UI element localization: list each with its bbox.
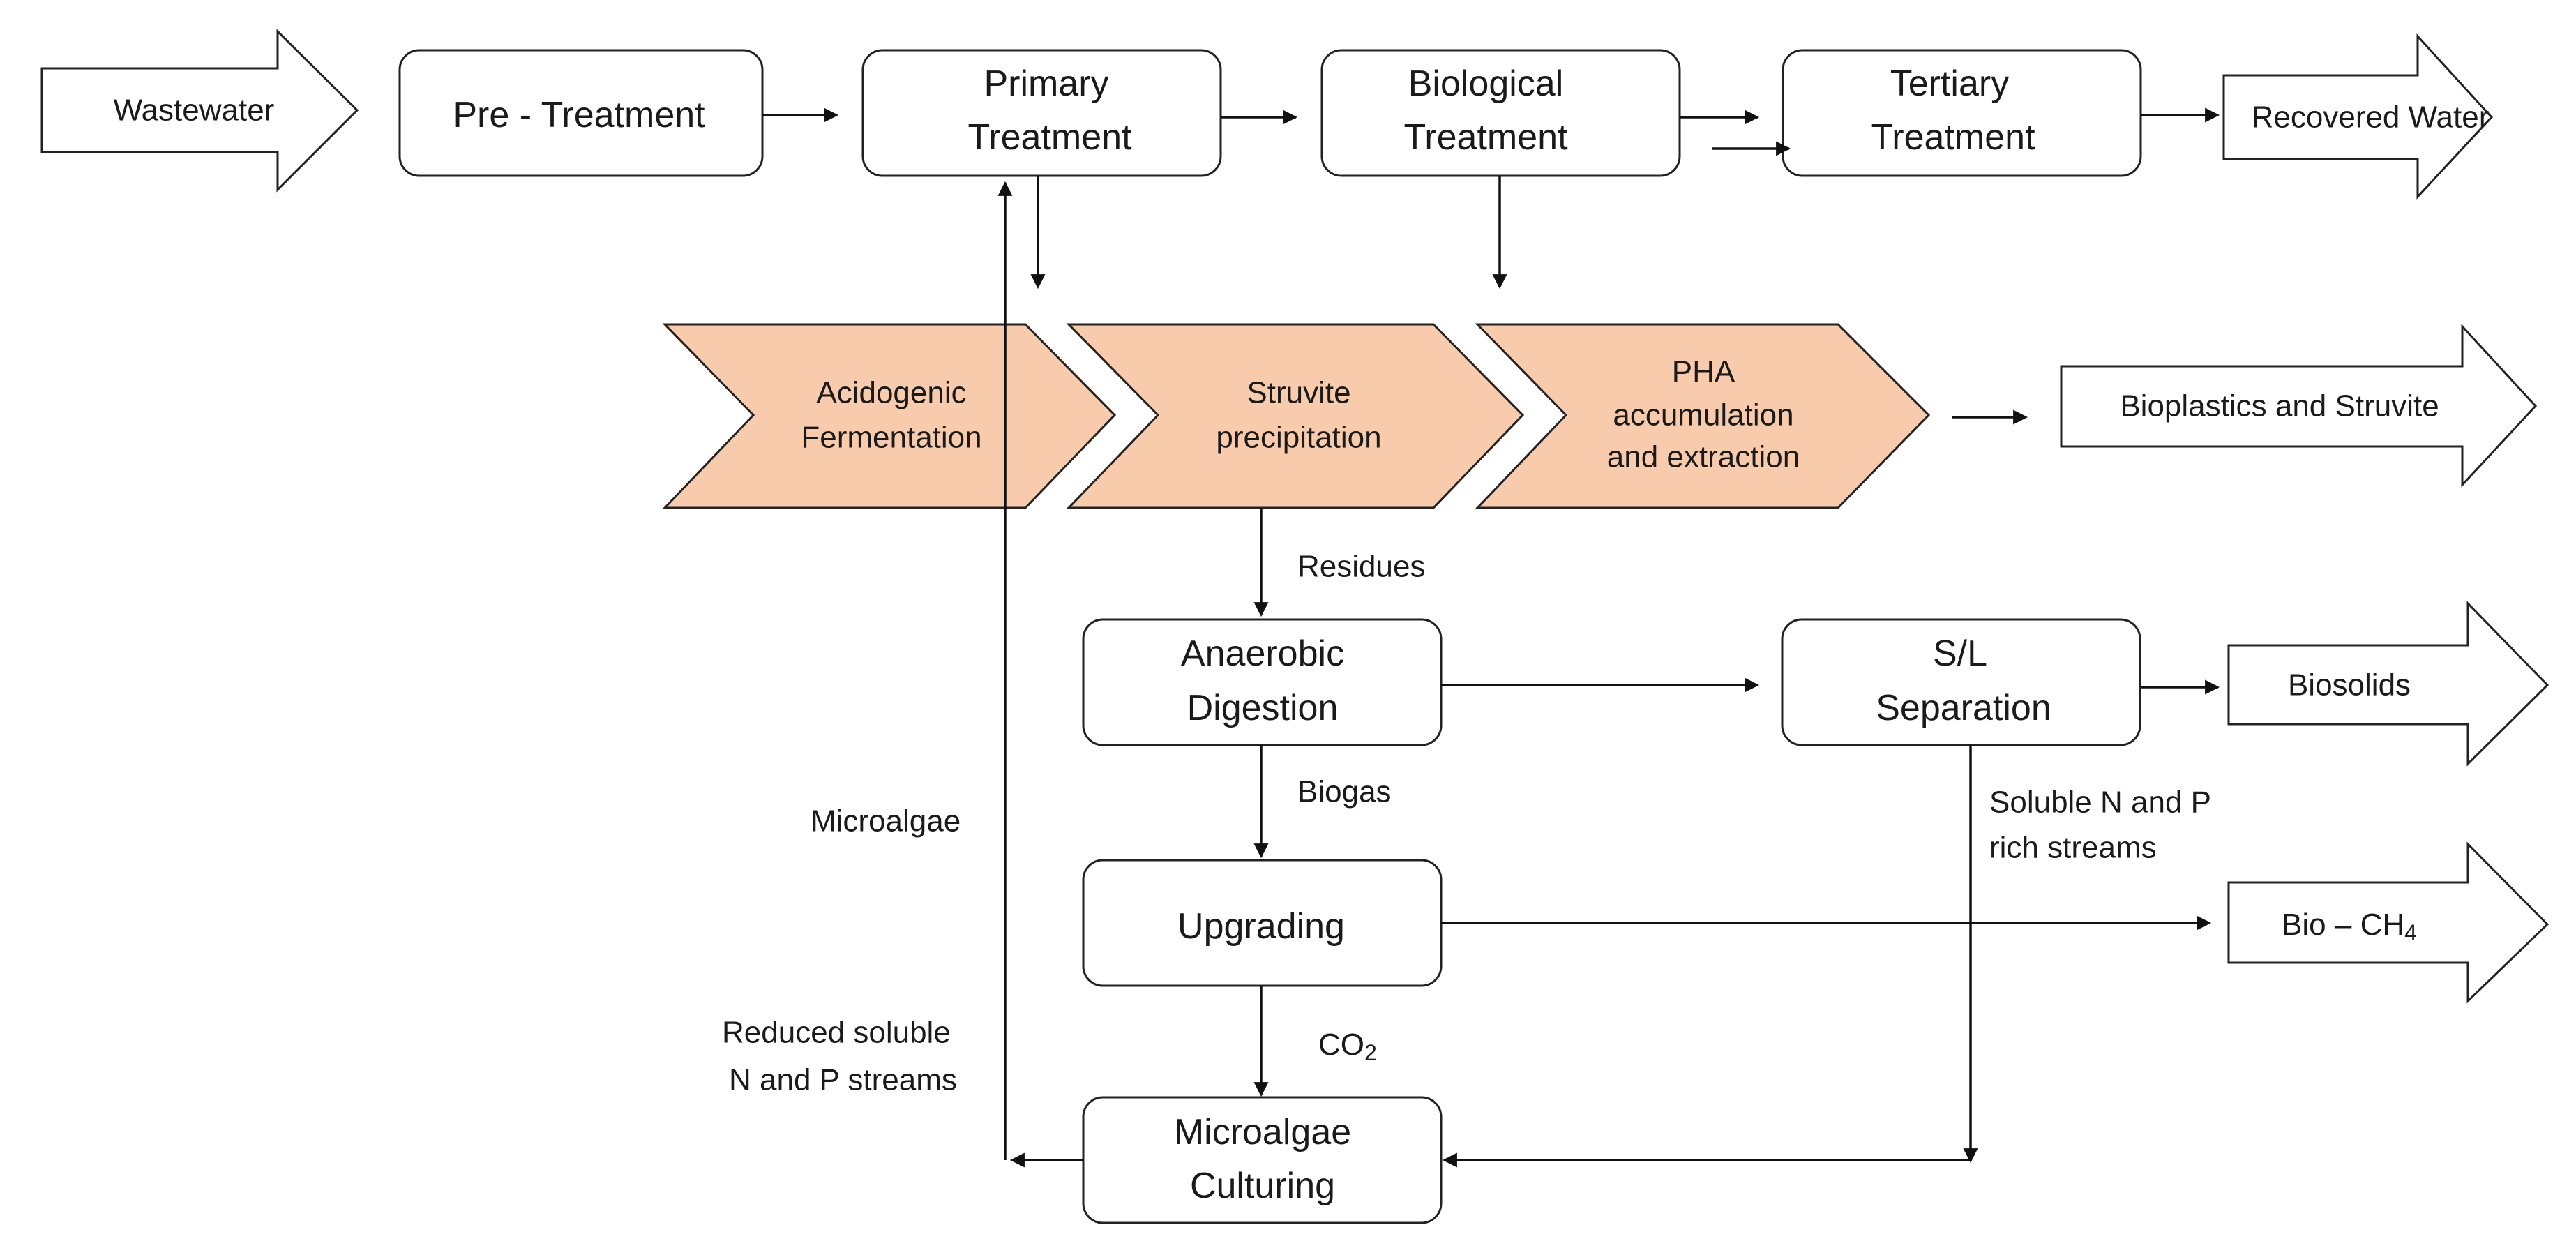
- svg-text:Fermentation: Fermentation: [801, 421, 981, 455]
- svg-text:Anaerobic: Anaerobic: [1181, 633, 1344, 674]
- svg-text:Separation: Separation: [1876, 688, 2051, 728]
- svg-text:Acidogenic: Acidogenic: [816, 376, 966, 410]
- bio-ch4-output-arrow: Bio – CH4: [2227, 841, 2549, 1004]
- bioplastics-struvite-output-arrow: Bioplastics and Struvite: [2060, 324, 2538, 488]
- soluble-np-label-line1: Soluble N and P: [1989, 785, 2211, 820]
- co2-label: CO2: [1318, 1028, 1377, 1066]
- svg-text:Treatment: Treatment: [1403, 117, 1568, 158]
- biological-treatment-box: Biological Treatment: [1320, 49, 1681, 177]
- recovered-water-output-arrow: Recovered Water: [2222, 33, 2494, 200]
- svg-text:Struvite: Struvite: [1246, 376, 1350, 410]
- svg-text:Biological: Biological: [1408, 63, 1564, 104]
- sl-separation-box: S/L Separation: [1781, 618, 2141, 746]
- anaerobic-digestion-box: Anaerobic Digestion: [1082, 618, 1443, 746]
- svg-text:Primary: Primary: [984, 63, 1108, 104]
- reduced-np-label-line1: Reduced soluble: [722, 1016, 951, 1050]
- svg-text:Upgrading: Upgrading: [1177, 906, 1345, 947]
- microalgae-culturing-box: Microalgae Culturing: [1082, 1096, 1443, 1224]
- upgrading-box: Upgrading: [1082, 859, 1443, 987]
- wastewater-input-arrow: Wastewater: [40, 29, 359, 193]
- svg-text:and extraction: and extraction: [1607, 440, 1800, 474]
- svg-text:PHA: PHA: [1672, 355, 1735, 389]
- biosolids-output-arrow: Biosolids: [2227, 601, 2549, 767]
- svg-text:Microalgae: Microalgae: [1174, 1112, 1351, 1152]
- primary-treatment-box: Primary Treatment: [861, 49, 1222, 177]
- connectors: [762, 107, 2220, 1168]
- svg-text:Pre - Treatment: Pre - Treatment: [453, 95, 705, 135]
- svg-text:Treatment: Treatment: [1871, 117, 2035, 158]
- svg-text:Culturing: Culturing: [1190, 1166, 1335, 1206]
- pre-treatment-box: Pre - Treatment: [398, 49, 764, 177]
- svg-text:Treatment: Treatment: [967, 117, 1132, 158]
- tertiary-treatment-box: Tertiary Treatment: [1782, 49, 2142, 177]
- soluble-np-label-line2: rich streams: [1989, 831, 2157, 865]
- pha-accumulation-chevron: PHA accumulation and extraction: [1475, 323, 1931, 509]
- wastewater-label: Wastewater: [114, 93, 275, 128]
- biogas-label: Biogas: [1297, 775, 1392, 809]
- bio-ch4-label: Bio – CH4: [2282, 908, 2417, 946]
- microalgae-flow-label: Microalgae: [811, 804, 961, 839]
- svg-text:Tertiary: Tertiary: [1890, 63, 2009, 104]
- biosolids-label: Biosolids: [2288, 668, 2411, 702]
- bioplastics-struvite-label: Bioplastics and Struvite: [2120, 389, 2439, 423]
- reduced-np-label-line2: N and P streams: [729, 1063, 957, 1097]
- acidogenic-fermentation-chevron: Acidogenic Fermentation: [662, 323, 1117, 509]
- residues-label: Residues: [1297, 550, 1425, 584]
- recovered-water-label: Recovered Water: [2252, 100, 2490, 135]
- svg-text:precipitation: precipitation: [1216, 421, 1381, 455]
- svg-text:Digestion: Digestion: [1187, 688, 1339, 728]
- svg-text:accumulation: accumulation: [1613, 398, 1793, 433]
- struvite-precipitation-chevron: Struvite precipitation: [1066, 323, 1525, 509]
- svg-text:S/L: S/L: [1933, 633, 1987, 674]
